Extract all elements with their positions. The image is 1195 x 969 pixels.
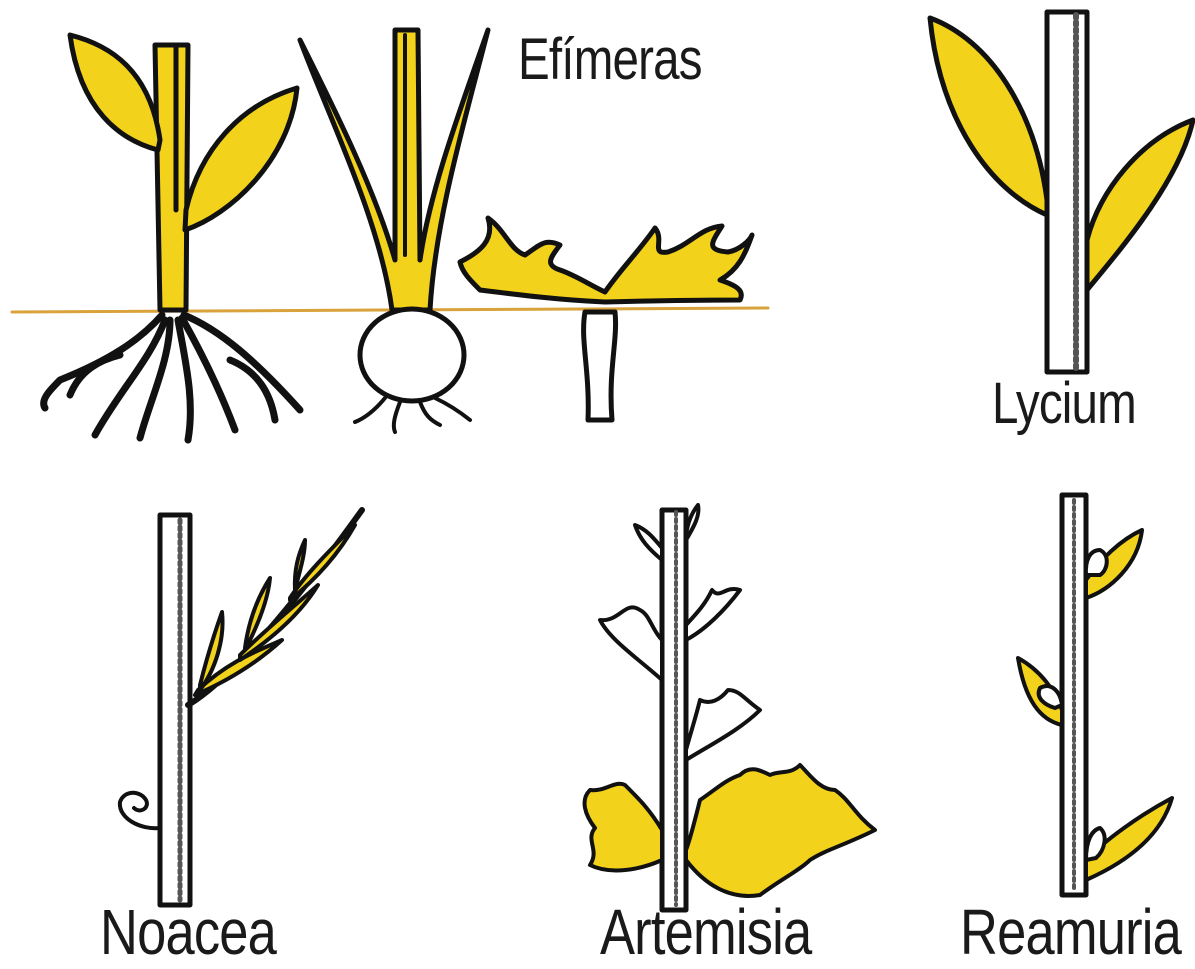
curl-bud	[120, 793, 160, 828]
taproot	[584, 312, 616, 420]
label-reamuria: Reamuria	[960, 895, 1181, 969]
leaf-left	[70, 35, 160, 150]
fibrous-roots	[44, 315, 300, 440]
ephemeral-plant-2	[300, 30, 488, 432]
label-artemisia: Artemisia	[600, 895, 811, 969]
label-noacea: Noacea	[100, 895, 276, 969]
stem	[160, 515, 190, 905]
reamuria-plant	[1018, 495, 1172, 895]
label-lycium: Lycium	[992, 370, 1136, 437]
bulb	[360, 309, 464, 401]
stem	[1047, 12, 1087, 372]
scale-leaves	[195, 525, 355, 695]
label-efimeras: Efímeras	[518, 26, 702, 93]
leaf-right	[185, 88, 297, 230]
lycium-plant	[930, 12, 1193, 372]
leaf-right	[1087, 120, 1193, 290]
ephemeral-plant-1	[44, 35, 300, 440]
lower-leaves	[585, 765, 875, 896]
stem	[155, 45, 188, 310]
noacea-plant	[120, 510, 362, 905]
succulent-leaves	[1018, 530, 1172, 880]
rosette-leaves	[460, 218, 752, 302]
leaf-left	[930, 18, 1047, 215]
ephemeral-plant-3	[460, 218, 752, 420]
artemisia-plant	[585, 505, 875, 910]
